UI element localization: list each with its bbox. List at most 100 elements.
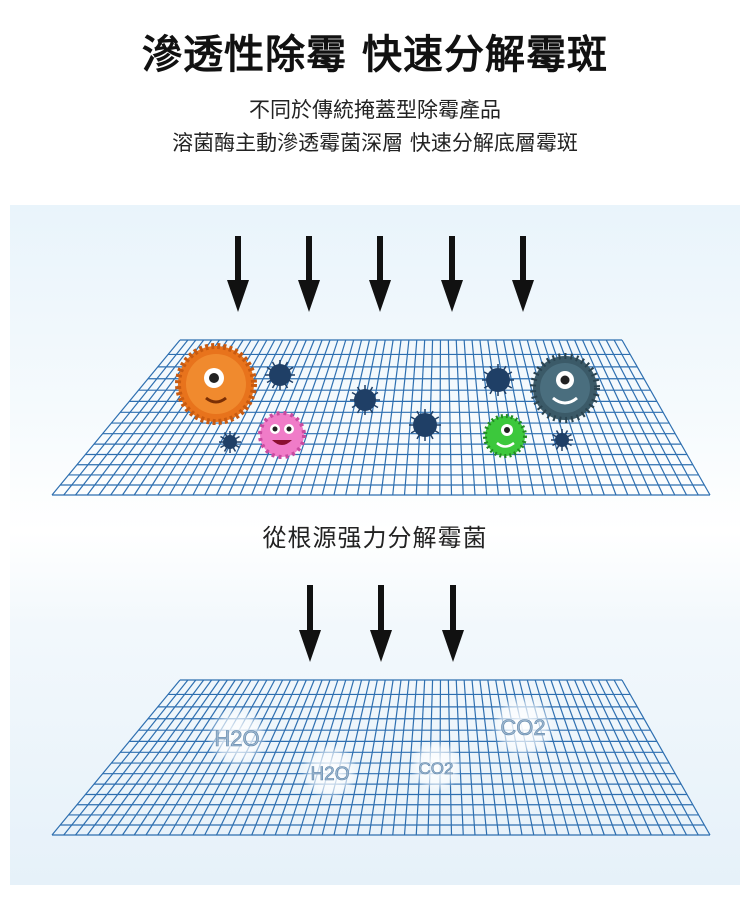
grid-line [403, 339, 418, 496]
grid-line [581, 339, 652, 496]
grid-line [309, 339, 355, 496]
virus-icon [265, 360, 295, 390]
down-arrow-icon [442, 585, 464, 662]
grid-line [471, 339, 488, 496]
down-arrow-icon [299, 585, 321, 662]
grid-line [542, 679, 594, 836]
grid-line [574, 679, 641, 836]
grid-line [133, 679, 236, 836]
virus-icon [409, 409, 441, 441]
subtitle-line-2: 溶菌酶主動滲透霉菌深層 快速分解底層霉斑 [172, 131, 578, 155]
virus-icon [551, 429, 573, 451]
grid-line [227, 679, 299, 836]
grid-line [168, 679, 260, 836]
grid-line [605, 679, 688, 836]
grid-line [51, 679, 181, 836]
grid-line [145, 679, 244, 836]
grid-line [487, 679, 511, 836]
grid-line [392, 679, 410, 836]
grid-line [447, 339, 453, 496]
mesh-grid-bottom [51, 679, 711, 836]
dark-microbe-icon [530, 353, 600, 423]
grid-line [503, 339, 535, 496]
orange-microbe-icon [175, 343, 257, 425]
grid-line [86, 679, 205, 836]
grid-line [613, 679, 699, 836]
grid-line [613, 339, 699, 496]
grid-line [286, 339, 339, 496]
middle-caption: 從根源强力分解霉菌 [262, 524, 488, 552]
pink-microbe-icon [258, 411, 306, 459]
grid-line [510, 339, 547, 496]
molecule-label: CO2 [500, 715, 545, 740]
top-arrows [227, 236, 534, 312]
grid-line [566, 679, 629, 836]
microbes [175, 343, 600, 459]
grid-line [518, 339, 558, 496]
down-arrow-icon [441, 236, 463, 312]
down-arrow-icon [227, 236, 249, 312]
grid-line [356, 679, 386, 836]
grid-line [345, 679, 378, 836]
green-microbe-icon [483, 414, 527, 458]
co2-bubble: CO2 [491, 694, 555, 758]
molecule-bubbles: H2O H2O CO2 CO2 [207, 694, 555, 800]
illustration-background [10, 205, 740, 885]
down-arrow-icon [369, 236, 391, 312]
mesh-grid-top [51, 339, 711, 496]
grid-line [550, 679, 605, 836]
grid-line [455, 339, 464, 496]
h2o-bubble: H2O [207, 707, 267, 767]
grid-line [98, 679, 213, 836]
down-arrow-icon [370, 585, 392, 662]
grid-line [63, 679, 189, 836]
bottom-arrows [299, 585, 464, 662]
grid-line [463, 339, 476, 496]
grid-line [439, 339, 442, 496]
grid-line [239, 679, 307, 836]
grid-line [321, 339, 363, 496]
grid-line [589, 679, 664, 836]
grid-line [463, 679, 476, 836]
grid-line [621, 679, 711, 836]
grid-line [589, 339, 664, 496]
virus-icon [482, 364, 514, 396]
grid-line [605, 339, 688, 496]
grid-line [333, 339, 371, 496]
down-arrow-icon [298, 236, 320, 312]
grid-line [157, 679, 252, 836]
grid-line [471, 679, 488, 836]
grid-line [75, 339, 197, 496]
grid-line [75, 679, 197, 836]
grid-line [368, 679, 394, 836]
grid-line [380, 679, 402, 836]
grid-line [392, 339, 410, 496]
grid-line [345, 339, 378, 496]
grid-line [204, 339, 284, 496]
grid-line [356, 339, 386, 496]
grid-line [251, 679, 315, 836]
grid-line [621, 339, 711, 496]
grid-line [274, 339, 331, 496]
grid-line [51, 339, 181, 496]
grid-line [380, 339, 402, 496]
grid-line [274, 679, 331, 836]
down-arrow-icon [512, 236, 534, 312]
molecule-label: H2O [310, 764, 349, 785]
virus-icon [350, 385, 380, 415]
grid-line [63, 339, 189, 496]
virus-particles [219, 360, 573, 453]
molecule-label: CO2 [419, 759, 454, 778]
grid-line [227, 339, 299, 496]
molecule-label: H2O [214, 726, 259, 751]
grid-line [122, 679, 228, 836]
grid-line [368, 339, 394, 496]
grid-line [110, 679, 220, 836]
grid-line [558, 679, 617, 836]
grid-line [597, 679, 676, 836]
h2o-bubble: H2O [302, 744, 358, 800]
virus-icon [219, 431, 241, 453]
grid-line [479, 339, 500, 496]
grid-line [581, 679, 652, 836]
